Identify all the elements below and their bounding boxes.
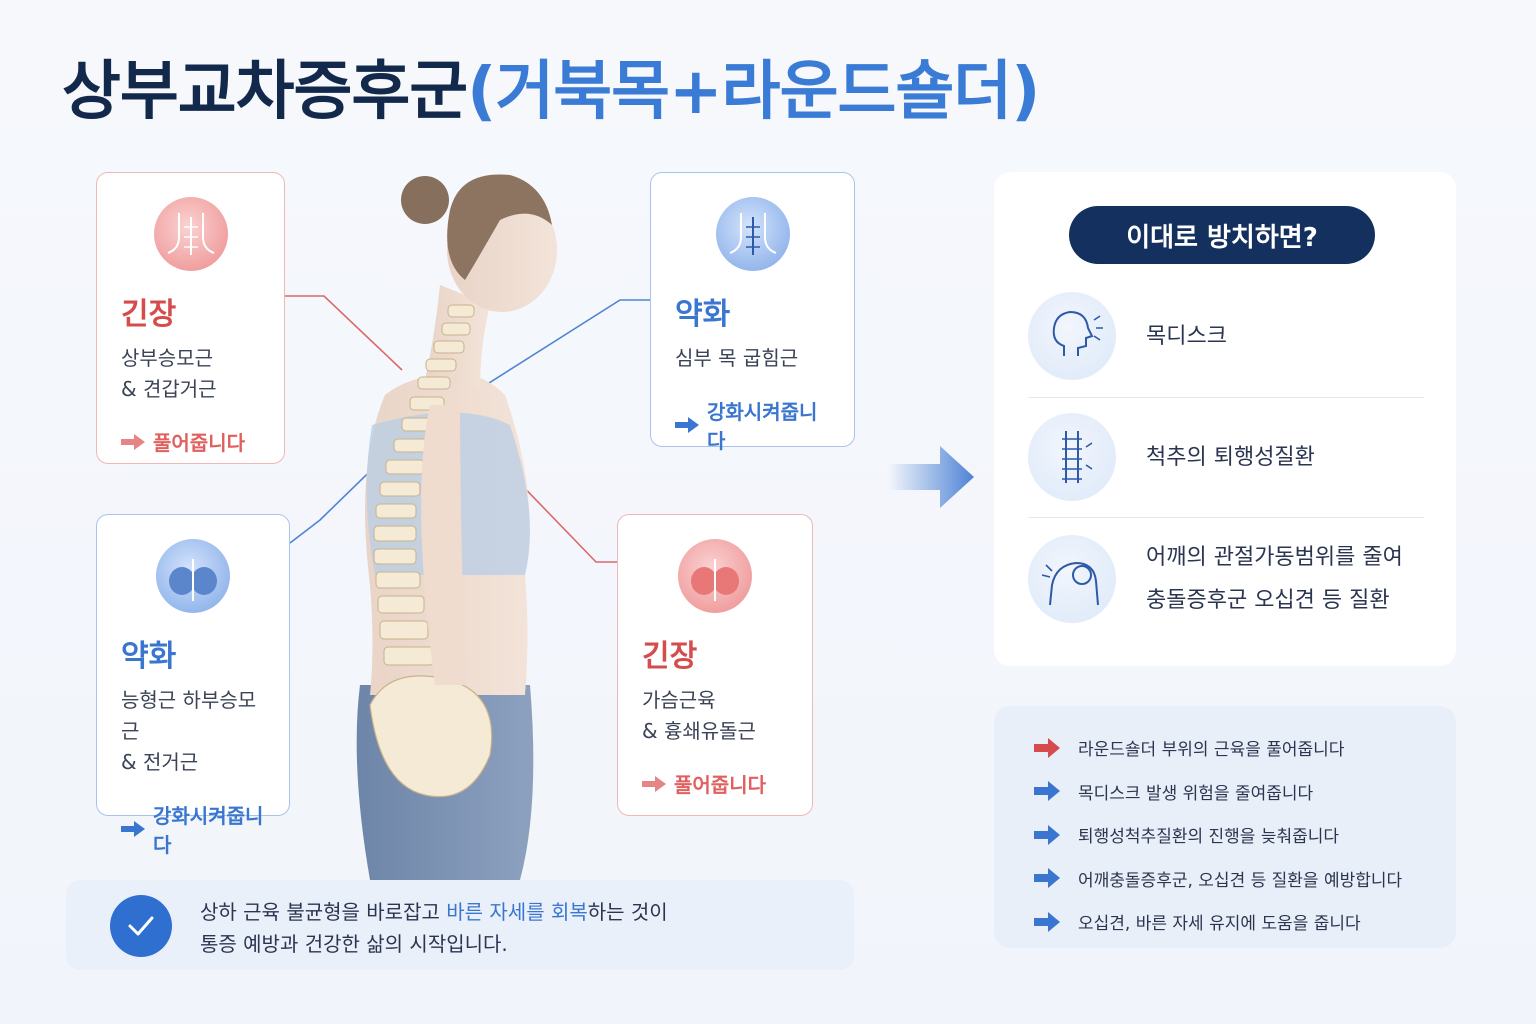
posture-figure (356, 174, 557, 880)
benefit-text: 오십견, 바른 자세 유지에 도움을 줍니다 (1078, 914, 1361, 935)
message-line-1: 상하 근육 불균형을 바로잡고 바른 자세를 회복하는 것이 (200, 896, 668, 928)
risk-text: 목디스크 (1146, 323, 1227, 349)
arrow-right-icon (642, 775, 666, 792)
muscle-line: & 전거근 (121, 750, 199, 774)
action-label: 강화시켜줍니다 (707, 400, 818, 453)
title-sub: (거북목+라운드숄더) (467, 55, 1040, 129)
card-chest-muscles: 긴장 가슴근육 & 흉쇄유돌근 풀어줍니다 (617, 514, 813, 816)
benefit-item: 목디스크 발생 위험을 줄여줍니다 (1034, 770, 1456, 814)
spine-icon (1028, 413, 1116, 501)
arrow-right-icon (1034, 911, 1060, 932)
back-muscle-icon (156, 539, 230, 613)
card-muscles: 가슴근육 & 흉쇄유돌근 (642, 685, 788, 747)
card-muscles: 상부승모근 & 견갑거근 (121, 343, 260, 405)
card-status: 긴장 (121, 297, 177, 332)
muscle-line: & 흉쇄유돌근 (642, 719, 756, 743)
muscle-line: & 견갑거근 (121, 377, 217, 401)
figure-arm (421, 405, 465, 685)
card-action: 강화시켜줍니다 (675, 396, 830, 454)
arrow-right-icon (1034, 824, 1060, 845)
risk-divider (1028, 397, 1424, 398)
card-muscles: 능형근 하부승모근 & 전거근 (121, 685, 265, 778)
benefit-text: 목디스크 발생 위험을 줄여줍니다 (1078, 783, 1314, 804)
benefit-text: 라운드숄더 부위의 근육을 풀어줍니다 (1078, 740, 1345, 761)
bottom-message-box: 상하 근육 불균형을 바로잡고 바른 자세를 회복하는 것이 통증 예방과 건강… (66, 880, 854, 970)
action-label: 풀어줍니다 (674, 773, 766, 797)
message-text: 상하 근육 불균형을 바로잡고 (200, 900, 447, 924)
benefit-item: 오십견, 바른 자세 유지에 도움을 줍니다 (1034, 900, 1456, 944)
muscle-line: 상부승모근 (121, 346, 213, 370)
risk-text: 척추의 퇴행성질환 (1146, 444, 1315, 470)
risk-heading: 이대로 방치하면? (1069, 206, 1375, 264)
benefits-list: 라운드숄더 부위의 근육을 풀어줍니다 목디스크 발생 위험을 줄여줍니다 퇴행… (994, 706, 1456, 948)
neck-icon (1028, 292, 1116, 380)
arrow-right-icon (1034, 781, 1060, 802)
arrow-right-icon (1034, 737, 1060, 758)
benefit-item: 라운드숄더 부위의 근육을 풀어줍니다 (1034, 726, 1456, 770)
neck-muscle-icon (715, 197, 790, 271)
muscle-line: 심부 목 굽힘근 (675, 346, 799, 370)
risk-divider (1028, 517, 1424, 518)
card-action: 강화시켜줍니다 (121, 800, 265, 858)
card-upper-trapezius: 긴장 상부승모근 & 견갑거근 풀어줍니다 (96, 172, 285, 464)
figure-spine (373, 304, 475, 666)
risk-panel: 이대로 방치하면? 목디스크 척추의 퇴행성질환 어깨의 관절가동범위를 줄여 … (994, 172, 1456, 666)
risk-item: 어깨의 관절가동범위를 줄여 충돌증후군 오십견 등 질환 (1028, 535, 1424, 623)
benefit-text: 퇴행성척추질환의 진행을 늦춰줍니다 (1078, 827, 1340, 848)
card-status: 약화 (675, 297, 731, 332)
muscle-line: 가슴근육 (642, 688, 716, 712)
title-main: 상부교차증후군 (62, 55, 468, 129)
arrow-right-icon (121, 433, 145, 450)
benefit-item: 어깨충돌증후군, 오십견 등 질환을 예방합니다 (1034, 857, 1456, 901)
card-action: 풀어줍니다 (642, 769, 788, 798)
risk-text: 어깨의 관절가동범위를 줄여 충돌증후군 오십견 등 질환 (1146, 536, 1403, 622)
muscle-line: 능형근 하부승모근 (121, 688, 257, 743)
benefit-item: 퇴행성척추질환의 진행을 늦춰줍니다 (1034, 813, 1456, 857)
page-title: 상부교차증후군(거북목+라운드숄더) (62, 40, 1040, 132)
chest-muscle-icon (678, 539, 752, 613)
benefit-text: 어깨충돌증후군, 오십견 등 질환을 예방합니다 (1078, 870, 1403, 891)
figure-bun (401, 176, 449, 224)
card-muscles: 심부 목 굽힘근 (675, 343, 830, 374)
risk-text-line: 충돌증후군 오십견 등 질환 (1146, 588, 1390, 613)
action-label: 강화시켜줍니다 (153, 804, 264, 857)
big-arrow-right-icon (888, 446, 974, 508)
message-line-2: 통증 예방과 건강한 삶의 시작입니다. (200, 932, 508, 956)
arrow-right-icon (675, 417, 699, 433)
card-action: 풀어줍니다 (121, 427, 260, 456)
card-rhomboids: 약화 능형근 하부승모근 & 전거근 강화시켜줍니다 (96, 514, 290, 857)
card-status: 약화 (121, 639, 177, 674)
figure-pelvis (369, 675, 493, 798)
card-deep-neck-flexors: 약화 심부 목 굽힘근 강화시켜줍니다 (650, 172, 855, 453)
bottom-message: 상하 근육 불균형을 바로잡고 바른 자세를 회복하는 것이 통증 예방과 건강… (200, 896, 668, 960)
action-label: 풀어줍니다 (153, 431, 245, 455)
risk-item: 목디스크 (1028, 292, 1424, 380)
message-highlight: 바른 자세를 회복 (446, 900, 588, 924)
risk-item: 척추의 퇴행성질환 (1028, 413, 1424, 501)
checkmark-icon (110, 895, 172, 957)
arrow-right-icon (1034, 868, 1060, 889)
figure-hair (447, 174, 552, 280)
neck-muscle-icon (153, 197, 228, 271)
risk-text-line: 어깨의 관절가동범위를 줄여 (1146, 545, 1403, 570)
arrow-right-icon (121, 821, 145, 837)
shoulder-icon (1028, 535, 1116, 623)
message-text: 하는 것이 (587, 900, 668, 924)
card-status: 긴장 (642, 639, 698, 674)
